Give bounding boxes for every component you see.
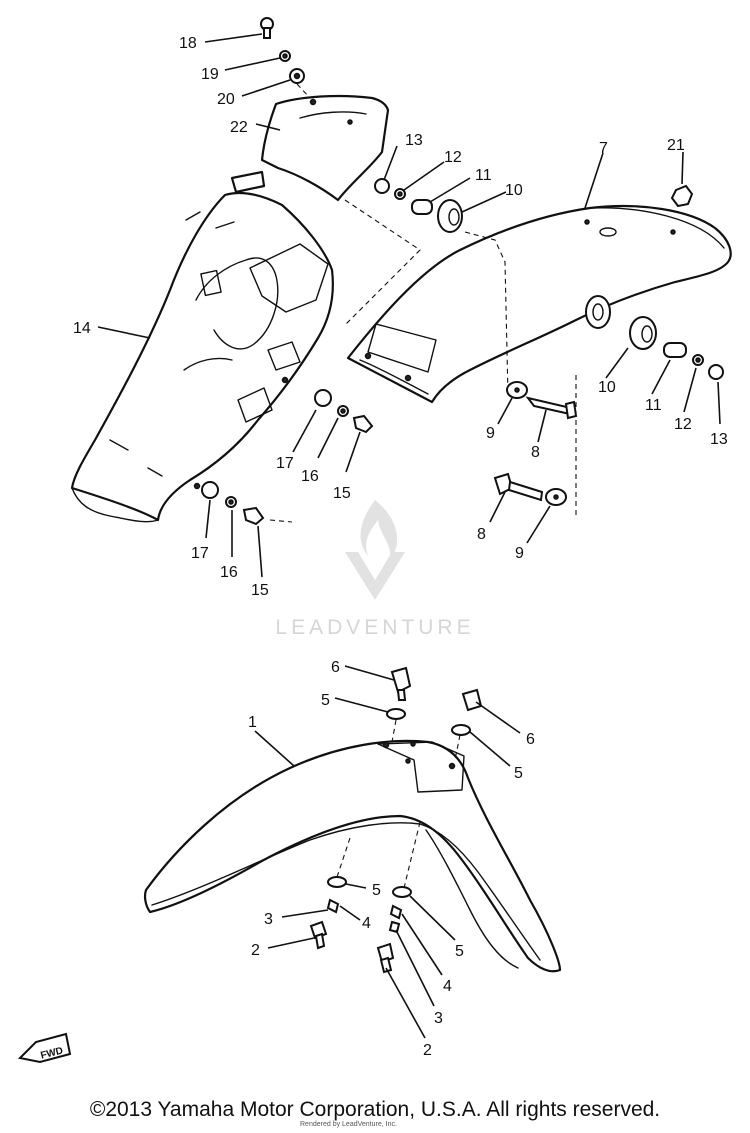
watermark-chevron-icon bbox=[345, 552, 405, 600]
watermark-text: LEADVENTURE bbox=[275, 616, 474, 639]
callout-16: 16 bbox=[301, 468, 319, 485]
copyright-notice: ©2013 Yamaha Motor Corporation, U.S.A. A… bbox=[89, 1098, 661, 1121]
callout-15: 15 bbox=[251, 582, 269, 599]
plug-21 bbox=[670, 184, 694, 208]
callout-13: 13 bbox=[405, 132, 423, 149]
callout-10: 10 bbox=[505, 182, 523, 199]
callout-16: 16 bbox=[220, 564, 238, 581]
callout-20: 20 bbox=[217, 91, 235, 108]
callout-15: 15 bbox=[333, 485, 351, 502]
callout-8: 8 bbox=[531, 444, 540, 461]
watermark-flame-icon bbox=[360, 500, 398, 560]
callout-21: 21 bbox=[667, 137, 685, 154]
callout-10: 10 bbox=[598, 379, 616, 396]
callout-labels: 1 2 2 3 3 4 4 5 5 5 5 6 6 7 8 8 9 9 10 1… bbox=[73, 35, 728, 1059]
callout-12: 12 bbox=[674, 416, 692, 433]
flap-22 bbox=[260, 94, 390, 202]
callout-8: 8 bbox=[477, 526, 486, 543]
callout-4: 4 bbox=[443, 978, 452, 995]
callout-12: 12 bbox=[444, 149, 462, 166]
callout-13: 13 bbox=[710, 431, 728, 448]
front-fender-1 bbox=[143, 719, 562, 973]
callout-14: 14 bbox=[73, 320, 91, 337]
callout-1: 1 bbox=[248, 714, 257, 731]
rendered-by-notice: Rendered by LeadVenture, Inc. bbox=[300, 1121, 397, 1128]
callout-9: 9 bbox=[515, 545, 524, 562]
callout-17: 17 bbox=[191, 545, 209, 562]
rear-fender-7 bbox=[346, 204, 732, 404]
callout-5: 5 bbox=[455, 943, 464, 960]
callout-6: 6 bbox=[526, 731, 535, 748]
fwd-arrow-icon: FWD bbox=[17, 1032, 72, 1064]
hardware-10-13-lower bbox=[629, 316, 724, 380]
callout-5: 5 bbox=[321, 692, 330, 709]
callout-7: 7 bbox=[599, 140, 608, 157]
leader-lines bbox=[97, 33, 721, 1039]
callout-5: 5 bbox=[514, 765, 523, 782]
callout-4: 4 bbox=[362, 915, 371, 932]
callout-9: 9 bbox=[486, 425, 495, 442]
hardware-8-9 bbox=[493, 381, 578, 506]
callout-19: 19 bbox=[201, 66, 219, 83]
callout-5: 5 bbox=[372, 882, 381, 899]
callout-22: 22 bbox=[230, 119, 248, 136]
leadventure-watermark: LEADVENTURE bbox=[275, 500, 474, 639]
callout-2: 2 bbox=[251, 942, 260, 959]
hardware-18-20 bbox=[260, 17, 311, 99]
callout-18: 18 bbox=[179, 35, 197, 52]
callout-3: 3 bbox=[264, 911, 273, 928]
callout-6: 6 bbox=[331, 659, 340, 676]
inner-fender-14 bbox=[70, 170, 334, 523]
fwd-label: FWD bbox=[40, 1046, 65, 1062]
callout-11: 11 bbox=[475, 167, 492, 184]
hardware-front-fender bbox=[309, 666, 483, 974]
callout-3: 3 bbox=[434, 1010, 443, 1027]
callout-11: 11 bbox=[645, 397, 662, 414]
callout-2: 2 bbox=[423, 1042, 432, 1059]
callout-17: 17 bbox=[276, 455, 294, 472]
hardware-10-13-upper bbox=[374, 178, 463, 233]
hardware-15-17 bbox=[201, 389, 374, 526]
